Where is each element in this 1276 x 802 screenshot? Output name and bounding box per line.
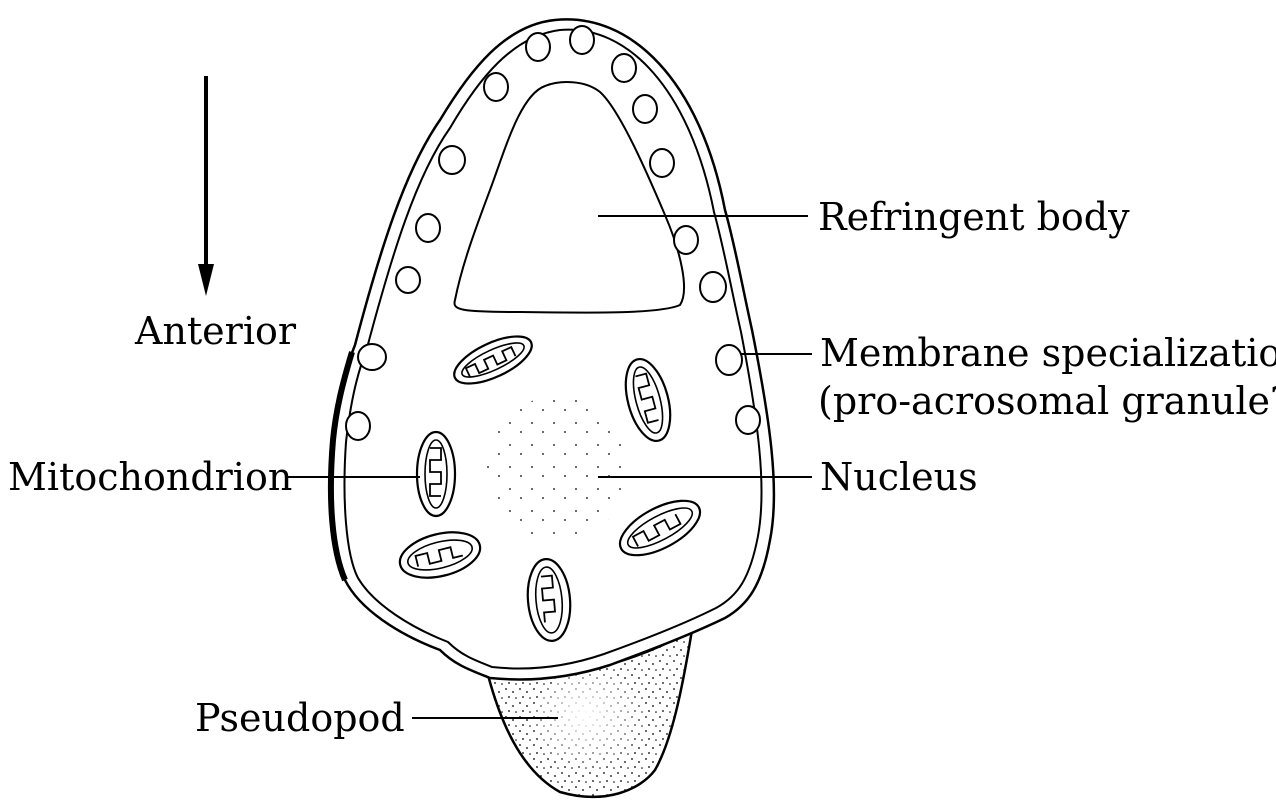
granule [612,54,636,82]
granule [416,214,440,242]
granule [570,26,594,54]
granule [736,406,760,434]
granule [700,272,726,302]
granule [650,149,674,177]
granule [526,33,550,61]
label-anterior: Anterior [134,309,297,353]
granule [358,344,386,370]
mitochondrion [417,432,455,516]
granule [346,412,370,440]
label-nucleus: Nucleus [820,455,978,499]
label-refringent-body: Refringent body [818,195,1130,239]
granule [716,345,742,375]
nucleus [486,396,630,540]
granule [439,146,465,174]
granule [633,95,657,123]
label-pseudopod: Pseudopod [195,696,405,740]
granule [674,226,698,254]
granule [396,267,420,293]
label-mitochondrion: Mitochondrion [8,455,292,499]
granule [484,73,508,101]
anterior-arrow [198,76,214,296]
label-membrane-specialization: Membrane specialization [820,331,1276,375]
label-pro-acrosomal: (pro-acrosomal granule?) [818,379,1276,423]
